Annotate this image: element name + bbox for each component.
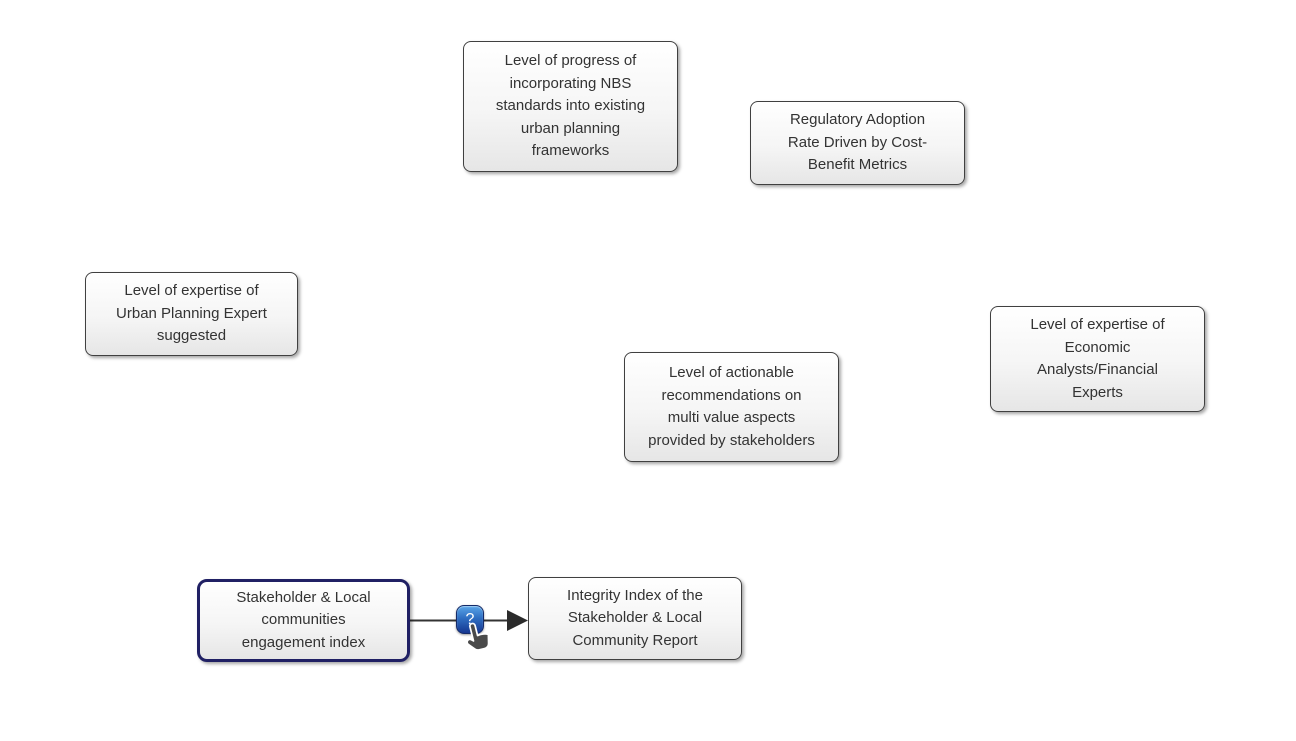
node-integrity-index[interactable]: Integrity Index of the Stakeholder & Loc… [528,577,742,660]
node-actionable-recommendations[interactable]: Level of actionable recommendations on m… [624,352,839,462]
node-urban-planning-expert[interactable]: Level of expertise of Urban Planning Exp… [85,272,298,356]
node-label: Integrity Index of the Stakeholder & Loc… [567,586,703,649]
node-economic-analysts[interactable]: Level of expertise of Economic Analysts/… [990,306,1205,412]
node-label: Level of progress of incorporating NBS s… [495,52,646,160]
edge-arrowhead-icon [507,610,528,631]
node-label: Stakeholder & Local communities engageme… [236,588,371,651]
node-regulatory-adoption[interactable]: Regulatory Adoption Rate Driven by Cost-… [750,101,965,185]
node-label: Regulatory Adoption Rate Driven by Cost-… [787,111,928,174]
edge-question-button[interactable]: ? [456,605,484,634]
node-nbs-progress[interactable]: Level of progress of incorporating NBS s… [463,41,678,172]
node-label: Level of expertise of Economic Analysts/… [1030,316,1165,401]
node-stakeholder-engagement[interactable]: Stakeholder & Local communities engageme… [197,579,410,662]
node-label: Level of actionable recommendations on m… [648,364,815,449]
node-label: Level of expertise of Urban Planning Exp… [116,282,267,345]
